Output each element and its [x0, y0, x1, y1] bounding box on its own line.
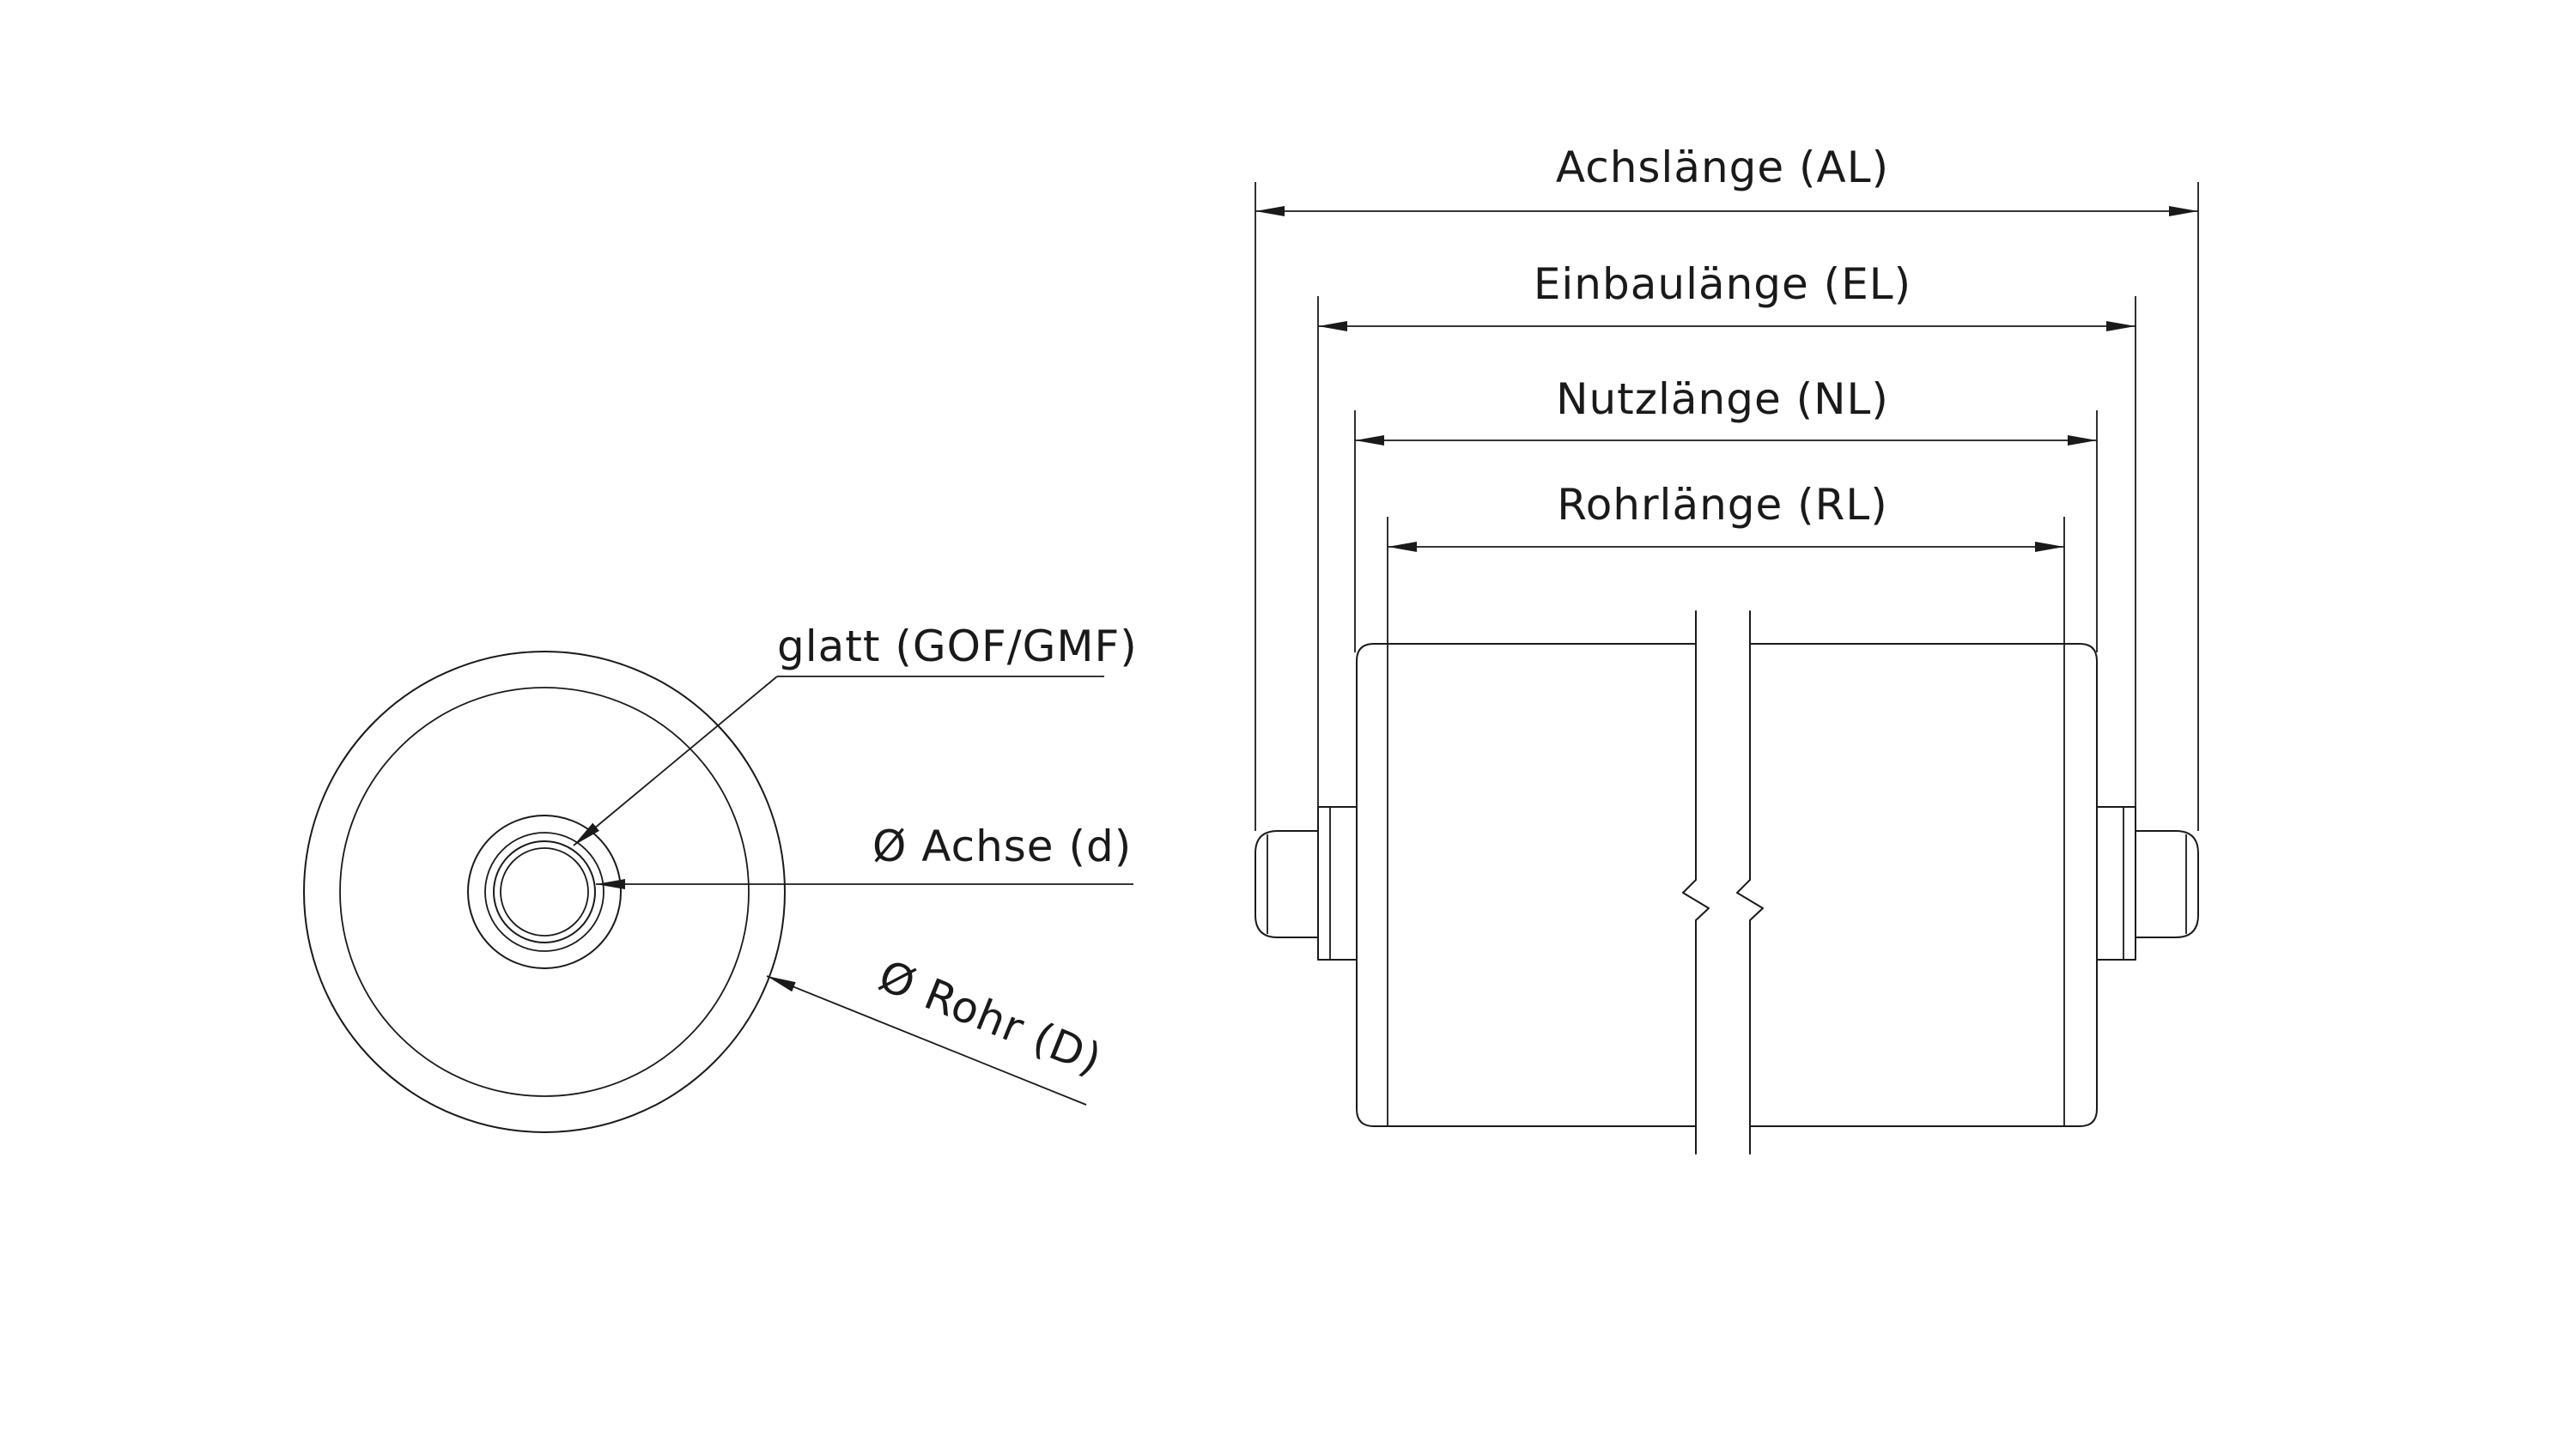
break-line-left	[1682, 610, 1710, 1155]
bearing-ring-circle	[484, 832, 605, 952]
axle-inner-circle	[500, 847, 589, 937]
axle-outer-circle	[493, 840, 596, 943]
tube-length-label: Rohrlänge (RL)	[1557, 480, 1888, 530]
right-bearing-collar	[2096, 806, 2136, 961]
tube-body-left	[1356, 643, 1697, 1127]
axle-diameter-label: Ø Achse (d)	[872, 822, 1132, 871]
left-axle-stub	[1255, 830, 1319, 938]
side-view: Achslänge (AL) Einbaulänge (EL) Nutzläng…	[1255, 142, 2199, 1155]
bearing-outer-circle	[467, 815, 622, 969]
tube-diameter-label: Ø Rohr (D)	[872, 950, 1109, 1084]
left-bearing-collar	[1317, 806, 1358, 961]
smooth-leader-line	[573, 676, 778, 846]
right-axle-stub	[2135, 830, 2199, 938]
axle-length-label: Achslänge (AL)	[1556, 142, 1889, 192]
smooth-label: glatt (GOF/GMF)	[777, 621, 1138, 671]
tube-outer-circle	[303, 651, 786, 1133]
tube-body-right	[1749, 643, 2098, 1127]
installation-length-label: Einbaulänge (EL)	[1534, 259, 1911, 309]
break-line-right	[1736, 610, 1764, 1155]
tube-inner-circle	[339, 687, 750, 1097]
usable-length-label: Nutzlänge (NL)	[1556, 374, 1889, 424]
end-view: glatt (GOF/GMF) Ø Achse (d) Ø Rohr (D)	[303, 621, 1138, 1133]
tube-diameter-leader-line	[766, 975, 1087, 1106]
